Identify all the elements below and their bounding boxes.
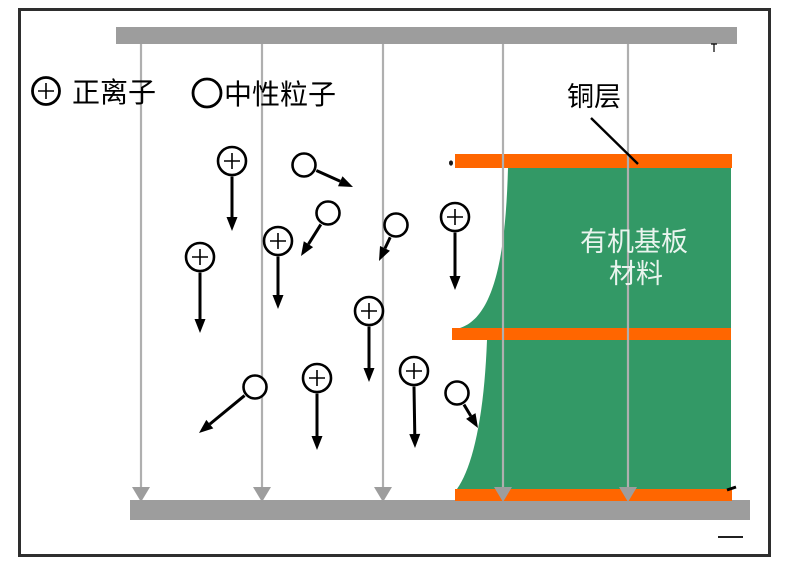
ion-velocity-arrow-head <box>194 319 206 333</box>
field-line-arrowhead <box>374 487 392 502</box>
neutral-velocity-arrow-shaft <box>315 169 341 183</box>
copper-layer-top <box>455 154 732 168</box>
neutral-velocity-arrow-head <box>379 245 390 261</box>
legend-positive-ion-label: 正离子 <box>72 77 156 109</box>
substrate-label-line2: 材料 <box>609 259 663 289</box>
copper-layer-label: 铜层 <box>567 82 621 112</box>
neutral-velocity-arrow-shaft <box>462 403 473 417</box>
plus-icon <box>309 370 325 386</box>
bottom-electrode-bar <box>130 500 750 520</box>
figure-border <box>18 8 771 557</box>
neutral-velocity-arrow-shaft <box>307 223 323 245</box>
neutral-particle-icon <box>444 380 470 406</box>
legend-neutral-particle-icon <box>191 77 223 109</box>
neutral-velocity-arrow-head <box>301 241 314 256</box>
neutral-velocity-arrow-head <box>337 176 353 187</box>
artifact-dot-copper-left <box>449 160 453 166</box>
plus-icon <box>270 233 286 249</box>
plus-icon <box>224 153 240 169</box>
field-line-arrowhead <box>132 487 150 502</box>
substrate-label-line1: 有机基板 <box>580 227 688 257</box>
ion-velocity-arrow-head <box>226 217 238 231</box>
field-line-arrowhead <box>619 487 637 502</box>
plus-icon <box>361 303 377 319</box>
ion-velocity-arrow-head <box>409 433 421 448</box>
plus-icon <box>406 363 422 379</box>
plus-icon <box>38 83 54 99</box>
neutral-velocity-arrow-head <box>199 419 214 433</box>
artifact-tick-bottom-right <box>726 485 737 492</box>
neutral-velocity-arrow-shaft <box>208 394 246 426</box>
field-line-arrowhead <box>494 487 512 502</box>
neutral-particle-icon <box>242 374 268 400</box>
neutral-particle-icon <box>291 152 317 178</box>
substrate-lower-block <box>457 340 731 489</box>
neutral-velocity-arrow-head <box>466 413 478 428</box>
ion-velocity-arrow-head <box>449 276 461 290</box>
plus-icon <box>192 249 208 265</box>
ion-velocity-arrow-head <box>363 368 375 382</box>
top-electrode-bar <box>116 27 737 44</box>
ion-velocity-arrow-shaft <box>412 386 417 435</box>
particles-group <box>184 145 478 450</box>
ion-velocity-arrow-head <box>311 436 323 450</box>
copper-layer-bottom <box>455 489 732 501</box>
neutral-velocity-arrow-shaft <box>383 236 392 249</box>
legend-neutral-particle-label: 中性粒子 <box>224 79 336 111</box>
substrate-upper-block <box>460 168 731 328</box>
neutral-particle-icon <box>383 212 409 238</box>
field-line-arrowhead <box>253 487 271 502</box>
field-lines-group <box>132 44 637 502</box>
copper-layer-middle <box>452 328 731 340</box>
artifact-tick-top-bar <box>711 43 717 52</box>
neutral-particle-icon <box>315 200 341 226</box>
ion-velocity-arrow-head <box>272 295 284 309</box>
plus-icon <box>447 209 463 225</box>
copper-label-leader-line <box>590 117 639 165</box>
